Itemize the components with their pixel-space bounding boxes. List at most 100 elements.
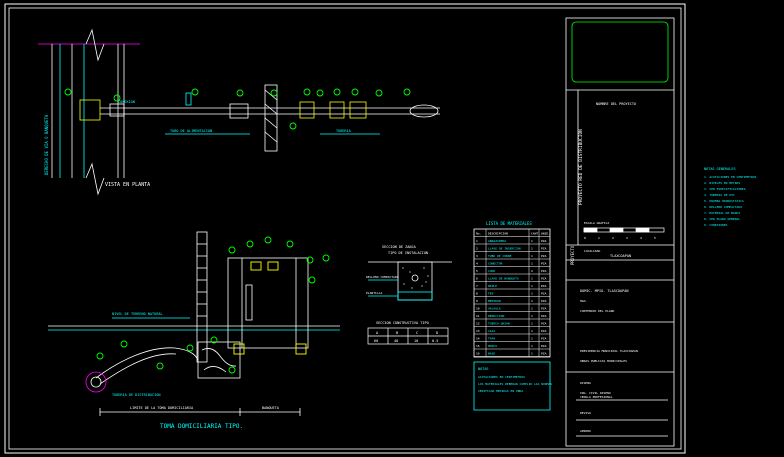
materials-cell: CODO	[488, 269, 495, 273]
sheet-frame-outer	[4, 3, 686, 454]
materials-cell: PZA	[541, 322, 547, 326]
notes-title: NOTAS	[478, 367, 489, 371]
note-line: LOS MATERIALES DEBERAN CUMPLIR LAS NORMA…	[478, 382, 552, 386]
section-callouts	[96, 236, 330, 374]
materials-cell: 1	[531, 307, 533, 311]
section-view-title: TOMA DOMICILIARIA TIPO.	[160, 423, 243, 430]
materials-cell: 1	[531, 314, 533, 318]
materials-cell: TAPA	[488, 337, 495, 341]
materials-cell: 1	[531, 292, 533, 296]
municipality: TLAXCOAPAN	[610, 254, 631, 258]
side-notes-title: NOTAS GENERALES	[704, 167, 736, 171]
plan-view	[38, 28, 440, 196]
materials-header: CANT.	[531, 232, 540, 236]
materials-title: LISTA DE MATERIALES	[486, 221, 532, 226]
materials-cell: 14	[476, 337, 480, 341]
plan-view-title: VISTA EN PLANTA	[105, 182, 150, 188]
materials-cell: PZA	[541, 337, 547, 341]
note-line: VERIFICAR MEDIDAS EN OBRA	[478, 389, 523, 393]
materials-cell: 1	[531, 254, 533, 258]
side-note-line: 5. PRUEBA HIDROSTATICA	[704, 199, 744, 203]
trench-subtitle: TIPO DE INSTALACION	[388, 251, 428, 255]
materials-cell: 11	[476, 314, 480, 318]
designer-name: ING. CIVIL DISENO	[580, 391, 611, 395]
materials-cell: 1	[531, 247, 533, 251]
materials-cell: 3	[476, 254, 478, 258]
plan-label-mid: TUBO DE ALIMENTACION	[170, 129, 212, 133]
materials-cell: 7	[476, 284, 478, 288]
approved-label: APROBO	[580, 429, 591, 433]
materials-cell: PZA	[541, 269, 547, 273]
materials-cell: TUERCA UNION	[488, 322, 510, 326]
trench-label-fill: RELLENO COMPACTADO	[366, 275, 399, 279]
small-table-title: SECCION CONSTRUCTIVA TIPO	[376, 321, 429, 325]
reviewer-label: REVISO	[580, 411, 591, 415]
materials-cell: 2	[531, 269, 533, 273]
materials-cell: 13	[476, 329, 480, 333]
location-label: LOCALIDAD	[584, 249, 600, 253]
trench-fill-dots	[402, 267, 429, 289]
materials-cell: TUBO DE COBRE	[488, 254, 512, 258]
materials-cell: 2	[476, 247, 478, 251]
materials-cell: 1	[531, 277, 533, 281]
materials-cell: PZA	[541, 344, 547, 348]
materials-cell: 1	[531, 239, 533, 243]
trench-detail	[368, 261, 452, 301]
section-view	[48, 231, 340, 416]
materials-cell: LLAVE DE BANQUETA	[488, 277, 519, 281]
trench-title: SECCION DE ZANJA	[382, 245, 417, 249]
address: DOMIC. MPIO. TLAXCOAPAN	[580, 289, 628, 293]
plan-label-left: CONEXION	[118, 100, 135, 104]
small-table-value: 60	[374, 339, 378, 343]
graphic-scale	[583, 227, 665, 233]
materials-cell: PZA	[541, 292, 547, 296]
sheet-frame-inner	[8, 7, 682, 450]
materials-cell: 10	[476, 307, 480, 311]
materials-cell: 4	[476, 262, 478, 266]
scale-number: 1	[598, 236, 600, 240]
materials-header: UNID.	[541, 232, 550, 236]
materials-cell: 9	[476, 299, 478, 303]
materials-cell: PZA	[541, 352, 547, 356]
section-fittings	[233, 261, 307, 355]
materials-header: No.	[476, 232, 482, 236]
materials-cell: 1	[531, 262, 533, 266]
state: HGO.	[580, 299, 587, 303]
materials-cell: REDUCCION	[488, 314, 504, 318]
materials-cell: PZA	[541, 277, 547, 281]
side-note-line: 2. NIVELES EN METROS	[704, 181, 740, 185]
small-table-header: C	[416, 331, 418, 335]
side-note-line: 4. TUBERIA DE PVC	[704, 193, 735, 197]
materials-cell: 5	[476, 269, 478, 273]
materials-cell: NIPLE	[488, 284, 497, 288]
materials-cell: 1	[531, 299, 533, 303]
scale-number: 4	[640, 236, 642, 240]
designer-sub: CEDULA PROFESIONAL	[580, 395, 613, 399]
materials-cell: 1	[531, 337, 533, 341]
office: PRESIDENCIA MUNICIPAL TLAXCOAPAN	[580, 349, 638, 353]
materials-table-frame	[473, 228, 551, 358]
materials-cell: ABRAZADERA	[488, 239, 506, 243]
note-line: ACOTACIONES EN CENTIMETROS	[478, 375, 525, 379]
materials-cell: PZA	[541, 299, 547, 303]
materials-cell: PZA	[541, 329, 547, 333]
materials-cell: PZA	[541, 307, 547, 311]
materials-cell: MARCO	[488, 344, 497, 348]
small-table-header: A	[376, 331, 379, 335]
materials-cell: 6	[476, 277, 478, 281]
side-note-line: 7. MATERIAL DE BANCO	[704, 211, 740, 215]
scale-label: ESCALA GRAFICA	[584, 221, 609, 225]
materials-header: DESCRIPCION	[488, 232, 508, 236]
title-block	[565, 17, 675, 447]
materials-cell: 8	[476, 292, 478, 296]
side-note-line: 3. VER ESPECIFICACIONES	[704, 187, 746, 191]
materials-cell: VALVULA	[488, 307, 501, 311]
materials-cell: 1	[531, 344, 533, 348]
small-table-cells: A B C D 60 40 10 0.5	[374, 331, 438, 343]
materials-cell: PZA	[541, 254, 547, 258]
vertical-project-short: PROYECTO	[570, 245, 575, 265]
materials-cell: MEDIDOR	[488, 299, 501, 303]
